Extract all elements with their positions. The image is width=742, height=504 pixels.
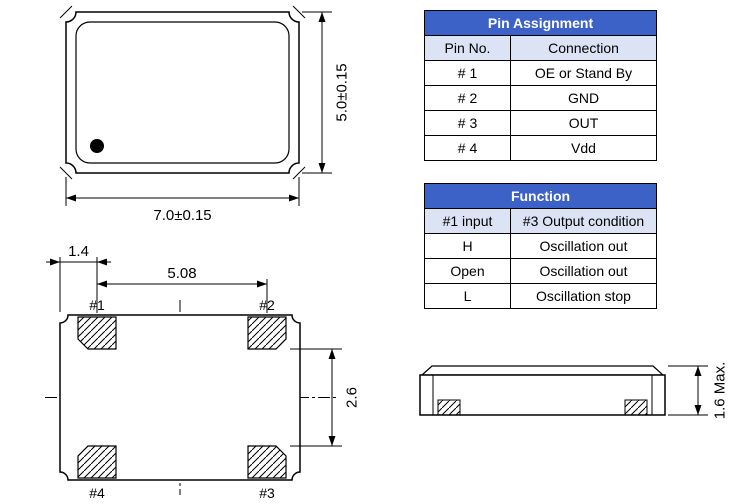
arrowhead [318,163,326,173]
pin-assignment-table: Pin Assignment Pin No. Connection # 1 OE… [424,10,657,161]
dim-width [65,177,300,206]
pin-no-cell: # 3 [424,110,511,136]
arrowhead [289,194,299,202]
dim-height-label: 5.0±0.15 [334,63,351,121]
top-view-drawing: 5.0±0.15 7.0±0.15 [59,5,351,224]
package-bottom-outline [59,314,301,481]
arrowhead [257,280,267,288]
table-row: H Oscillation out [424,233,658,259]
table-row: # 1 OE or Stand By [424,60,657,86]
function-table: Function #1 input #3 Output condition H … [423,183,658,309]
pad-3 [247,445,287,479]
input-header: #1 input [424,208,511,234]
dim-height [302,11,332,174]
table-row: Open Oscillation out [424,258,658,284]
arrowhead [66,194,76,202]
arrowhead [694,405,702,415]
connection-cell: GND [510,85,657,111]
dim-pad-pitch-label: 5.08 [167,265,196,282]
dim-max-height-label: 1.6 Max. [712,362,729,420]
bottom-view-drawing: #1 #2 #4 #3 1.4 5.08 2.6 [45,243,361,501]
pin-assignment-title: Pin Assignment [424,10,657,36]
pin-no-cell: # 1 [424,60,511,86]
dim-pad-edge-label: 1.4 [68,243,89,260]
table-header-row: Pin No. Connection [424,35,657,61]
connection-header: Connection [510,35,657,61]
pin-no-header: Pin No. [424,35,511,61]
pad-4-label: #4 [89,485,105,501]
arrowhead [318,12,326,22]
output-cell: Oscillation out [509,233,658,259]
dim-max-height [668,365,708,416]
input-cell: Open [424,258,511,284]
package-outline [65,11,300,174]
arrowhead [328,349,336,359]
side-body [419,374,666,416]
table-row: # 3 OUT [424,110,657,136]
pad-3-label: #3 [259,485,275,501]
arrowhead [97,280,107,288]
table-title-row: Function [423,183,658,209]
dim-pad-gap-label: 2.6 [344,387,361,408]
table-title-row: Pin Assignment [424,10,657,36]
pin1-index-dot [90,139,104,153]
pad-2 [247,316,287,350]
table-row: # 4 Vdd [424,135,657,161]
pin-no-cell: # 2 [424,85,511,111]
table-header-row: #1 input #3 Output condition [424,208,658,234]
connection-cell: Vdd [510,135,657,161]
arrowhead [97,258,107,266]
arrowhead [694,366,702,376]
dim-pad-pitch [97,279,268,313]
corner-marks [59,5,306,180]
arrowhead [328,436,336,446]
input-cell: H [424,233,511,259]
table-row: L Oscillation stop [424,283,658,309]
package-lid-outline [75,21,290,164]
dim-pad-gap [290,348,342,447]
side-lid [420,365,665,376]
function-title: Function [423,183,658,209]
pad-4 [77,445,117,479]
table-row: # 2 GND [424,85,657,111]
pad-1 [77,316,117,350]
dim-width-label: 7.0±0.15 [153,207,211,224]
connection-cell: OUT [510,110,657,136]
output-condition-header: #3 Output condition [509,208,658,234]
arrowhead [50,258,60,266]
pin-no-cell: # 4 [424,135,511,161]
castellation-lines [432,375,653,415]
side-terminal-right [624,399,648,416]
input-cell: L [424,283,511,309]
side-view-drawing: 1.6 Max. [419,362,729,420]
output-cell: Oscillation out [509,258,658,284]
output-cell: Oscillation stop [509,283,658,309]
tables-panel: Pin Assignment Pin No. Connection # 1 OE… [423,10,658,309]
connection-cell: OE or Stand By [510,60,657,86]
side-terminal-left [437,399,461,416]
